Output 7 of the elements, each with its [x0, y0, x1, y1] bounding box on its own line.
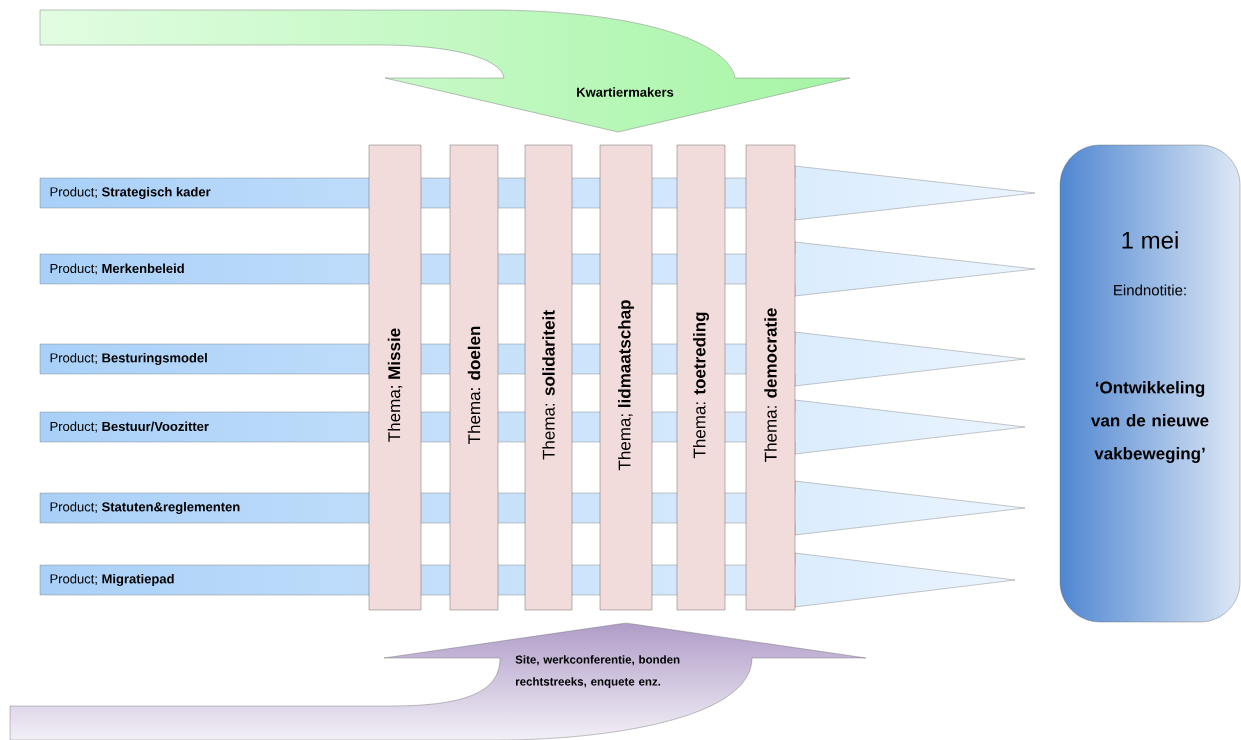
theme-bar: Thema: toetreding [676, 144, 726, 611]
theme-bar: Thema; lidmaatschap [599, 144, 653, 611]
theme-bar: Thema; Missie [368, 144, 422, 611]
result-panel: 1 mei Eindnotitie: ‘Ontwikkeling van de nieuwe vakbeweging’ [1059, 144, 1241, 623]
theme-bar: Thema: doelen [449, 144, 499, 611]
theme-bar: Thema: democratie [745, 144, 796, 611]
theme-bar: Thema: solidariteit [524, 144, 573, 611]
